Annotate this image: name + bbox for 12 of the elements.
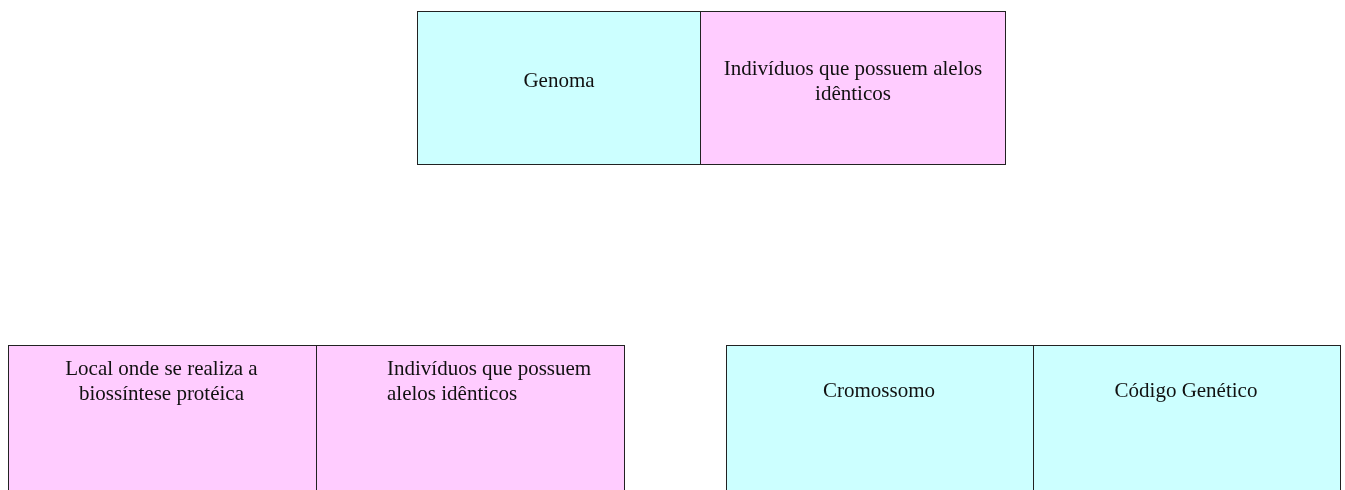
box-label: Indivíduos que possuem alelos idênticos (387, 356, 593, 407)
text-box (316, 345, 625, 490)
text-box (700, 11, 1006, 165)
text-box (726, 345, 1034, 490)
text-box (8, 345, 317, 490)
box-label: Código Genético (1114, 378, 1258, 404)
text-box (1033, 345, 1341, 490)
box-label: Cromossomo (823, 378, 935, 404)
text-box (417, 11, 701, 165)
box-label: Indivíduos que possuem alelos idênticos (722, 55, 984, 107)
box-label: Genoma (523, 68, 595, 94)
box-label: Local onde se realiza a biossíntese protéica (64, 356, 259, 407)
